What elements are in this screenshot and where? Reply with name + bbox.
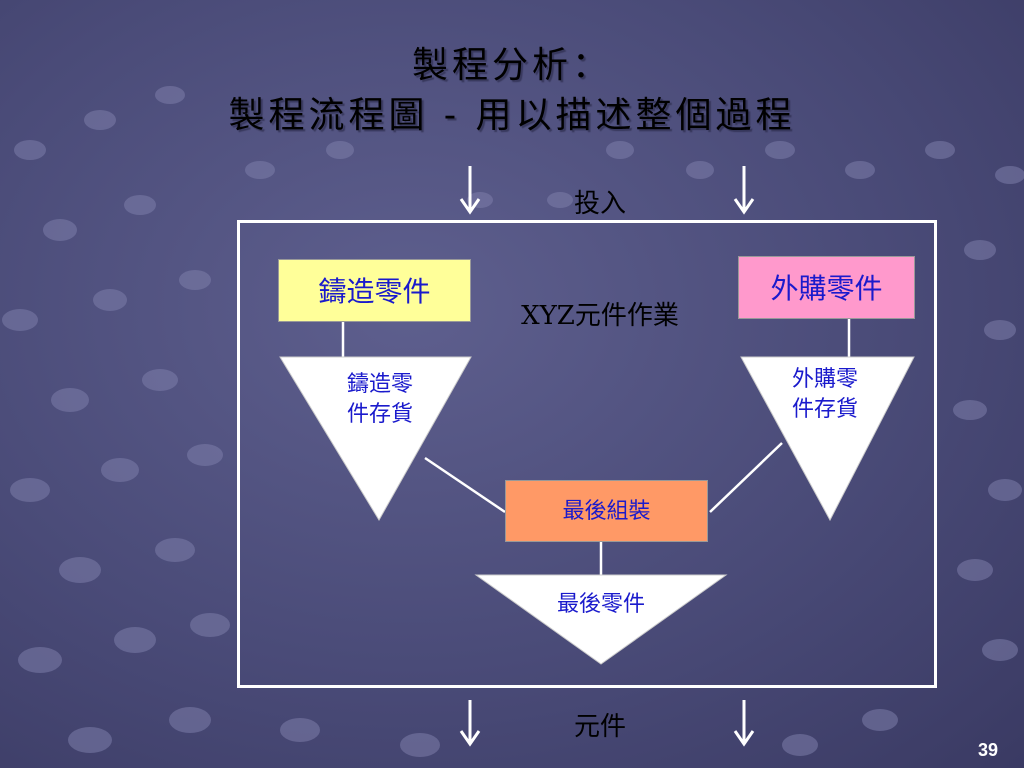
process-boundary-frame: [237, 220, 937, 688]
purchased-inventory-label: 外購零 件存貨: [765, 365, 885, 425]
process-name: XYZ元件作業: [521, 301, 679, 331]
output-arrow-right-head: [733, 730, 755, 747]
cast-inventory-line1: 鑄造零: [346, 372, 413, 397]
final-parts-triangle: [474, 574, 728, 665]
purchased-inventory-line1: 外購零: [791, 367, 858, 392]
cast-parts-box: 鑄造零件: [278, 259, 471, 322]
output-arrow-left-head: [459, 730, 481, 747]
input-arrow-right-head: [733, 198, 755, 215]
cast-inventory-line2: 件存貨: [346, 402, 413, 427]
connector-buy-inventory-to-assembly: [709, 442, 783, 513]
final-assembly-box: 最後組裝: [505, 480, 708, 542]
cast-inventory-triangle: [279, 356, 472, 521]
cast-inventory-label: 鑄造零 件存貨: [320, 370, 440, 430]
input-arrow-left-head: [459, 198, 481, 215]
slide-title-line1: 製程分析：: [411, 45, 612, 86]
slide-title-line2: 製程流程圖 - 用以描述整個過程: [228, 95, 796, 136]
connector-cast-inventory-to-assembly: [424, 456, 506, 514]
output-label: 元件: [573, 712, 626, 742]
purchased-inventory-line2: 件存貨: [791, 397, 858, 422]
page-number: 39: [978, 740, 999, 760]
final-parts-label: 最後零件: [556, 592, 645, 617]
purchased-inventory-triangle: [740, 356, 915, 522]
purchased-parts-box: 外購零件: [738, 256, 915, 319]
input-label: 投入: [573, 189, 626, 219]
